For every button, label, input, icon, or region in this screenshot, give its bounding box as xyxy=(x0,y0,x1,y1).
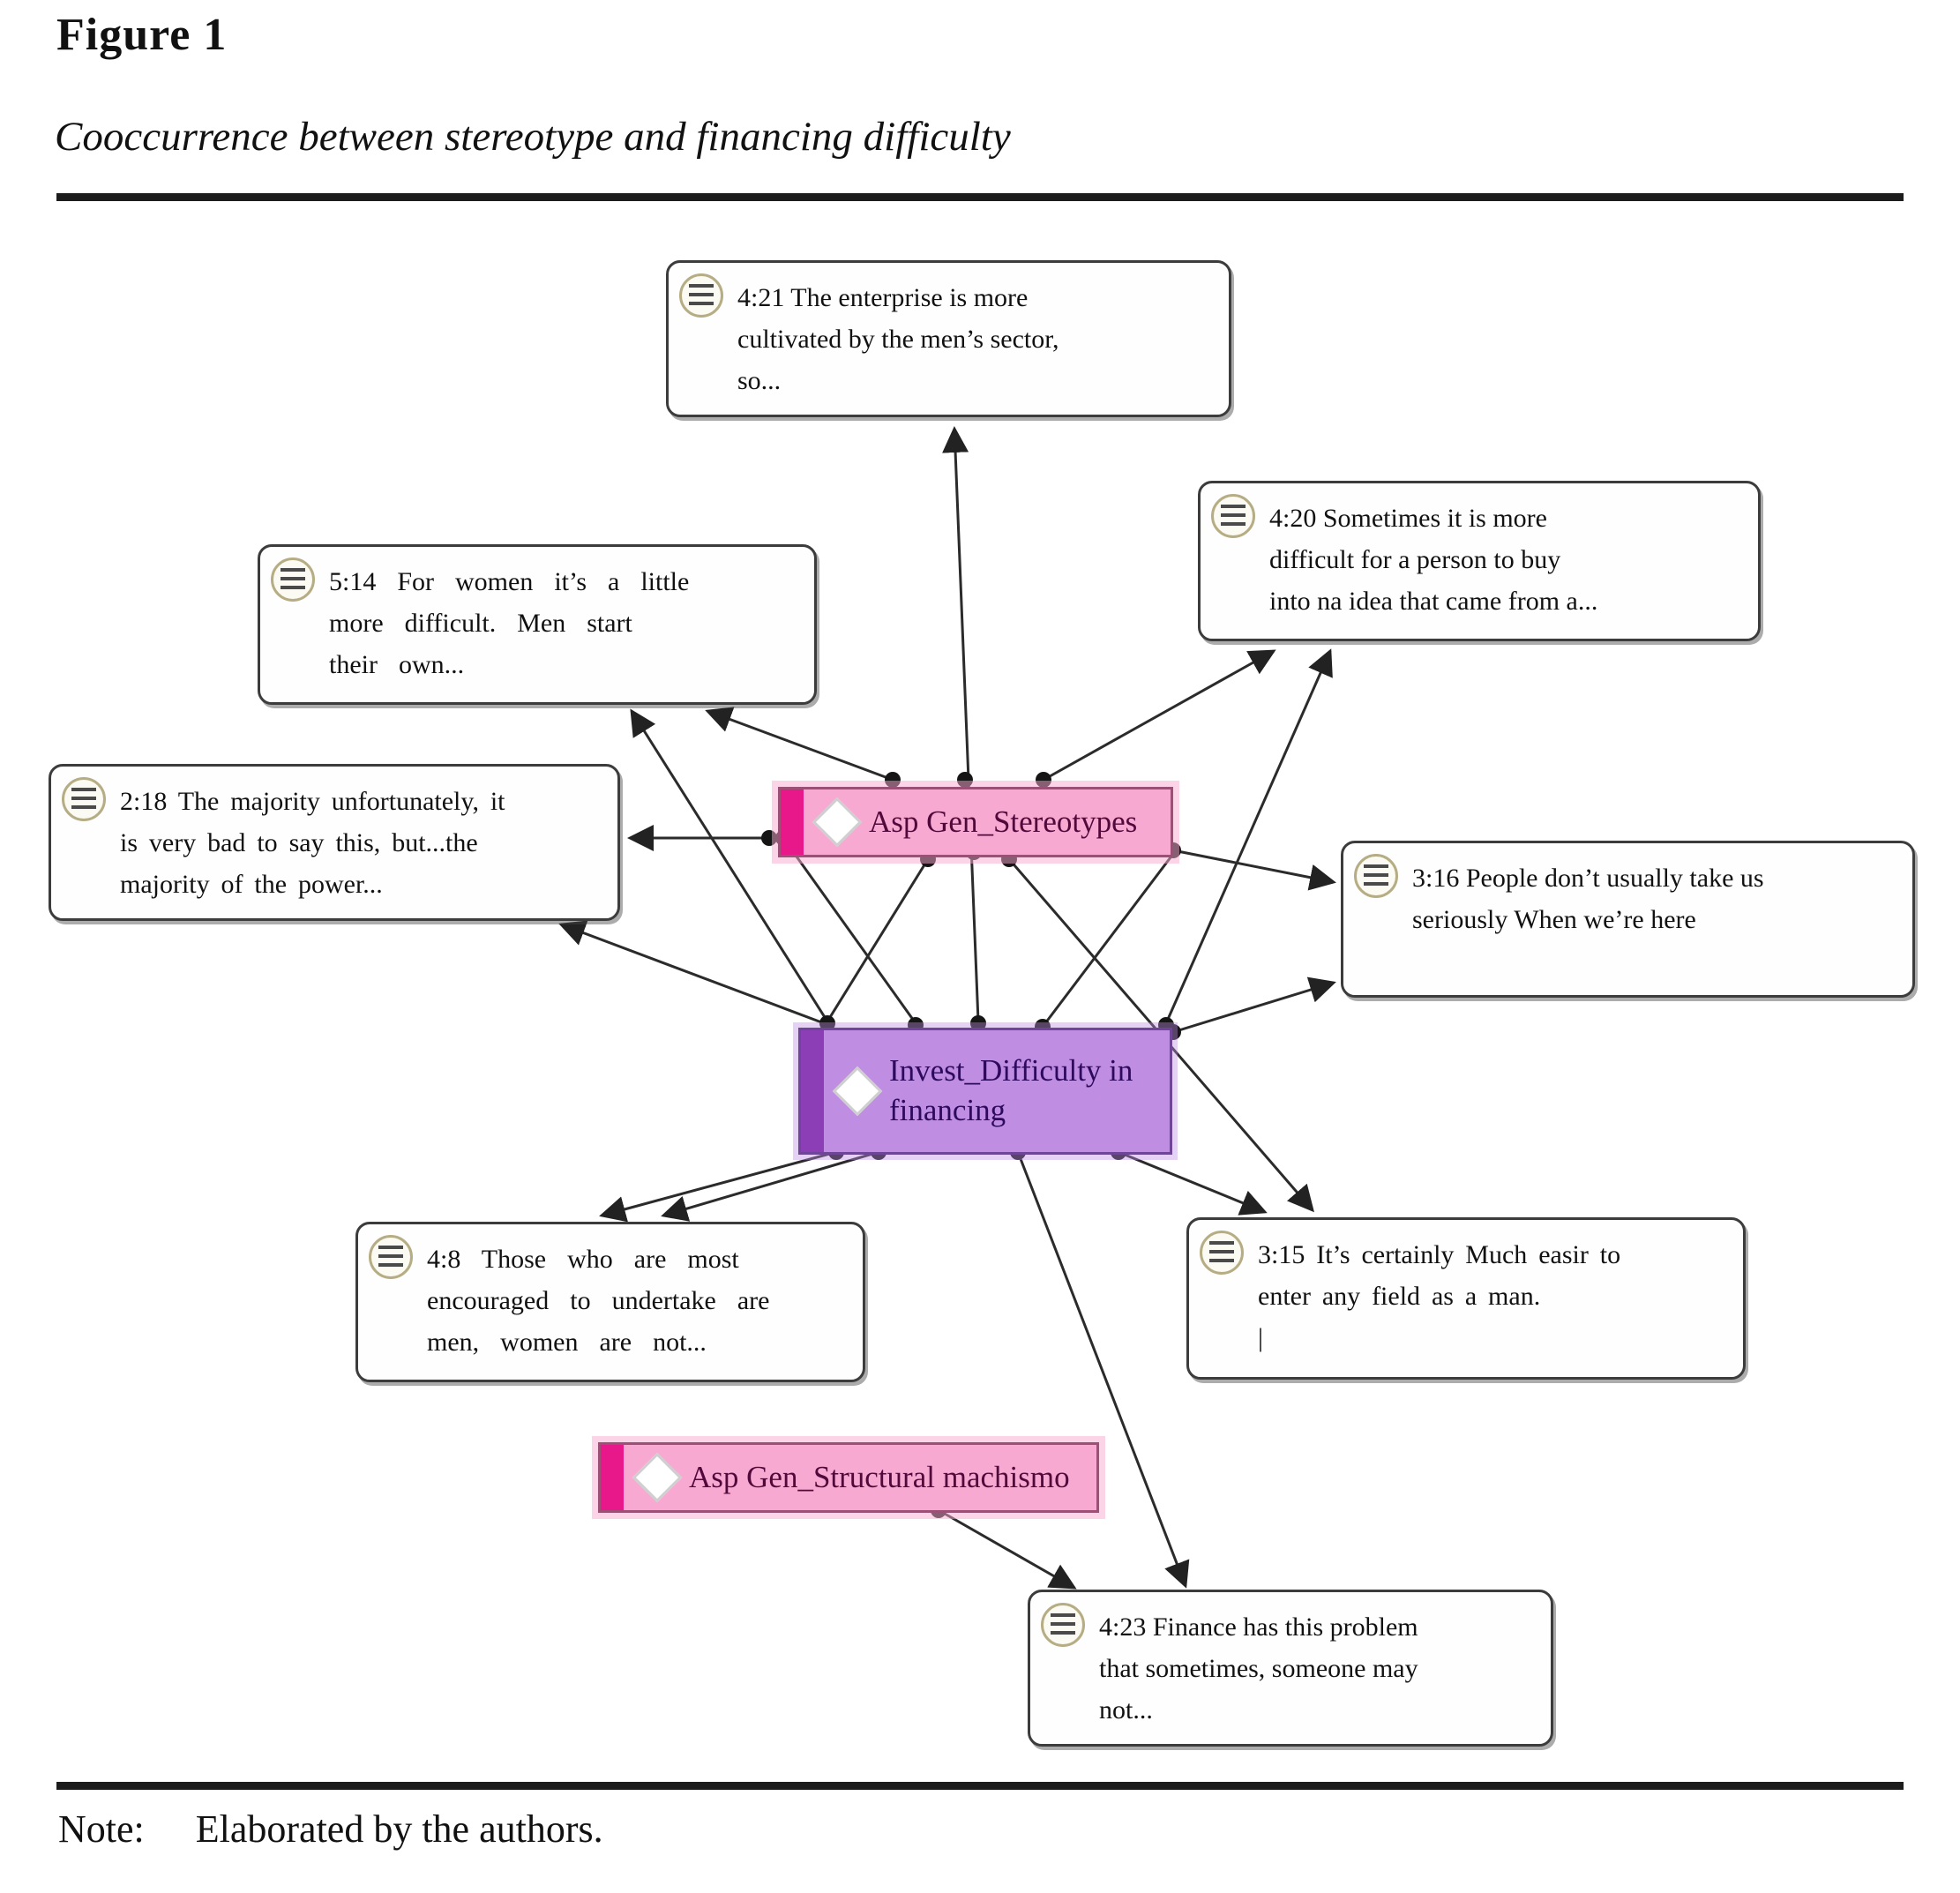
code-stereotypes: Asp Gen_Stereotypes xyxy=(778,787,1173,857)
quote-text: 4:8 Those who are most encouraged to und… xyxy=(427,1245,770,1357)
quote-text: 5:14 For women it’s a little more diffic… xyxy=(329,567,690,679)
quotation-icon xyxy=(1041,1603,1085,1647)
figure-caption: Cooccurrence between stereotype and fina… xyxy=(55,114,1011,160)
quote-4-21: 4:21 The enterprise is more cultivated b… xyxy=(666,260,1231,417)
code-label: Asp Gen_Structural machismo xyxy=(689,1459,1070,1494)
quote-5-14: 5:14 For women it’s a little more diffic… xyxy=(258,544,817,705)
quote-4-8: 4:8 Those who are most encouraged to und… xyxy=(355,1222,865,1382)
figure-label: Figure 1 xyxy=(56,10,228,60)
code-color-bar xyxy=(801,1030,824,1152)
quote-text: 3:16 People don’t usually take us seriou… xyxy=(1412,864,1764,934)
code-structural-machismo: Asp Gen_Structural machismo xyxy=(598,1442,1099,1513)
quote-4-20: 4:20 Sometimes it is more difficult for … xyxy=(1198,481,1761,641)
code-label: Invest_Difficulty in financing xyxy=(889,1053,1133,1127)
quotation-icon xyxy=(369,1235,413,1279)
quotation-icon xyxy=(1211,494,1255,538)
divider-top xyxy=(56,193,1904,201)
quotation-icon xyxy=(62,777,106,821)
quote-text: 2:18 The majority unfortunately, it is v… xyxy=(120,787,505,899)
quote-4-23: 4:23 Finance has this problem that somet… xyxy=(1028,1590,1553,1747)
quotation-icon xyxy=(679,273,723,318)
quote-3-16: 3:16 People don’t usually take us seriou… xyxy=(1341,841,1915,998)
quote-text: 3:15 It’s certainly Much easir to enter … xyxy=(1258,1240,1621,1352)
quote-text: 4:23 Finance has this problem that somet… xyxy=(1099,1612,1418,1725)
quote-text: 4:21 The enterprise is more cultivated b… xyxy=(737,283,1059,395)
divider-bottom xyxy=(56,1782,1904,1790)
quote-text: 4:20 Sometimes it is more difficult for … xyxy=(1269,504,1598,616)
code-color-bar xyxy=(601,1445,624,1510)
code-difficulty-financing: Invest_Difficulty in financing xyxy=(798,1028,1172,1155)
quotation-icon xyxy=(271,557,315,602)
quote-2-18: 2:18 The majority unfortunately, it is v… xyxy=(49,764,620,921)
quotation-icon xyxy=(1354,854,1398,898)
note-text: Elaborated by the authors. xyxy=(195,1807,603,1851)
diamond-icon xyxy=(832,1066,883,1117)
figure-note: Note: Elaborated by the authors. xyxy=(58,1807,603,1852)
code-label: Asp Gen_Stereotypes xyxy=(869,804,1138,839)
diamond-icon xyxy=(812,797,863,848)
diamond-icon xyxy=(632,1452,683,1503)
note-label: Note: xyxy=(58,1807,145,1851)
code-color-bar xyxy=(781,789,804,855)
quotation-icon xyxy=(1200,1231,1244,1275)
quote-3-15: 3:15 It’s certainly Much easir to enter … xyxy=(1186,1217,1746,1380)
